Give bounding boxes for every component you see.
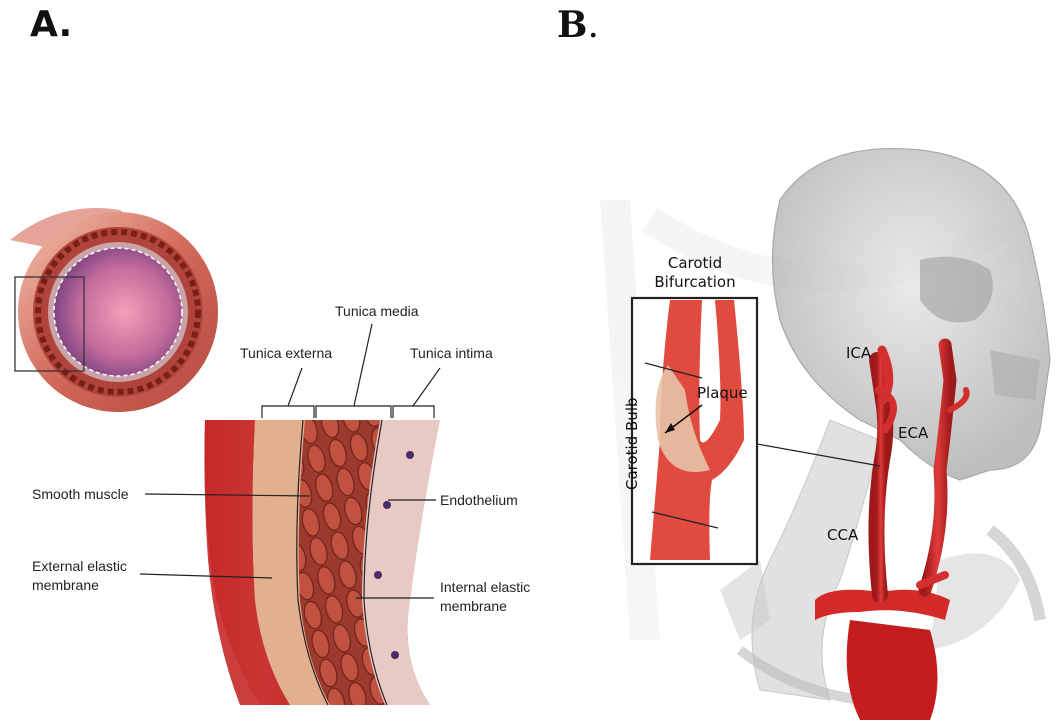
label-smooth-muscle: Smooth muscle [32,486,129,502]
label-inset-title-1: Carotid [668,254,722,272]
label-internal-elastic-2: membrane [440,598,507,614]
label-tunica-media: Tunica media [335,303,419,319]
label-external-elastic-1: External elastic [32,558,127,574]
artery-cross-section [10,208,218,412]
label-internal-elastic-1: Internal elastic [440,579,530,595]
label-external-elastic-2: membrane [32,577,99,593]
artery-wall-closeup [204,420,440,705]
layer-brackets [262,324,440,418]
label-tunica-intima: Tunica intima [410,345,493,361]
bifurcation-inset [632,298,757,564]
label-plaque: Plaque [697,384,748,402]
label-inset-title-2: Bifurcation [654,273,735,291]
label-eca: ECA [898,424,929,442]
label-cca: CCA [827,526,859,544]
label-endothelium: Endothelium [440,492,518,508]
label-carotid-bulb: Carotid Bulb [623,397,641,490]
label-ica: ICA [846,344,872,362]
label-tunica-externa: Tunica externa [240,345,332,361]
